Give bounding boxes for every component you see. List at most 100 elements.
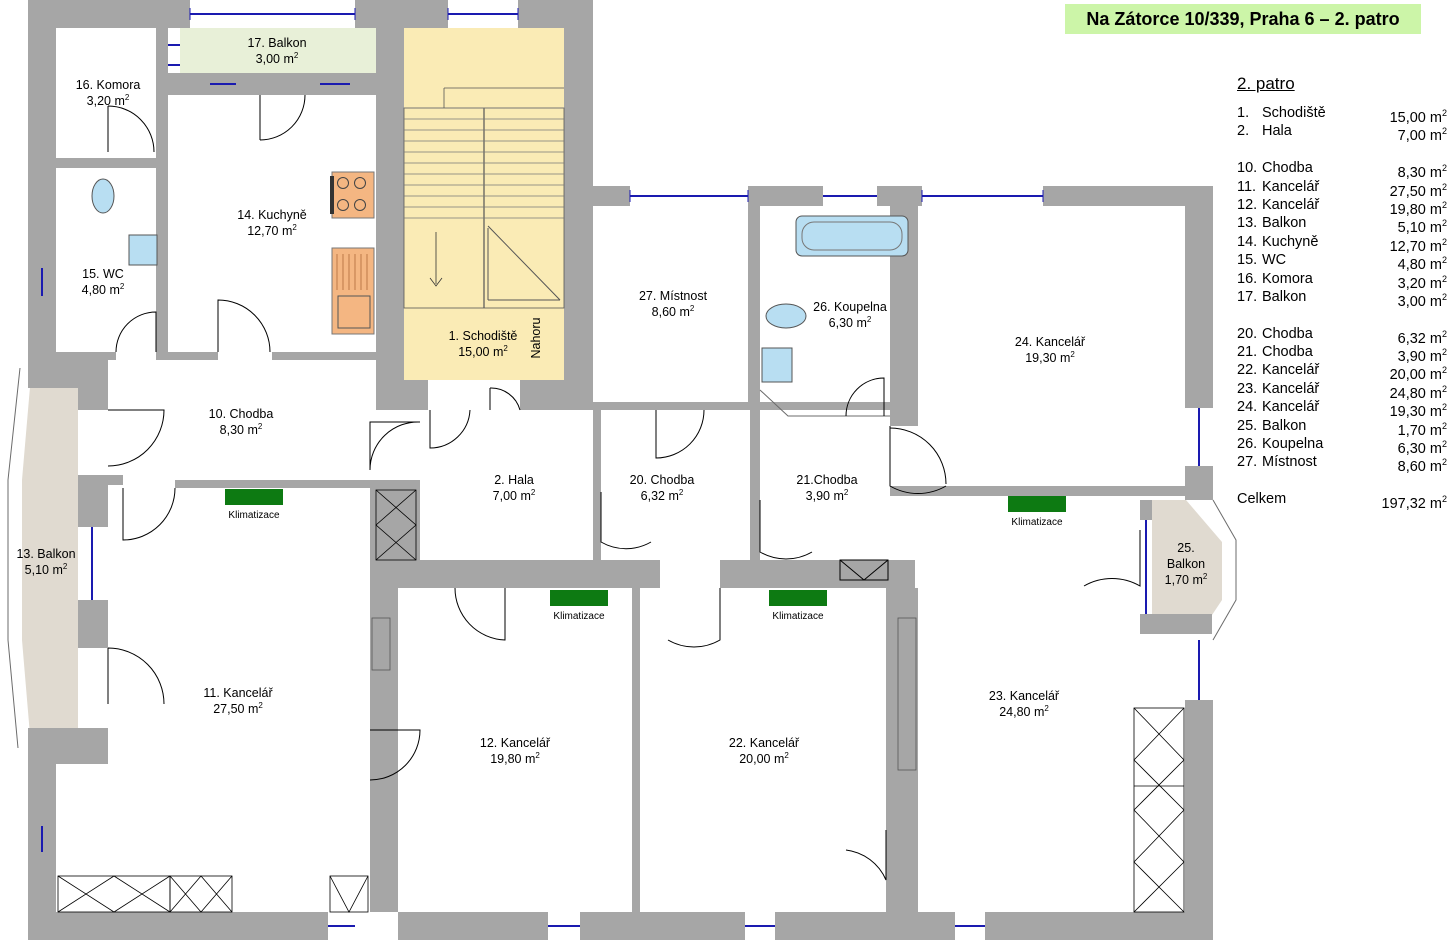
- room-area-exponent: 2: [1203, 572, 1208, 581]
- staircase: Nahoru: [403, 87, 565, 359]
- room-label-line: 1. Schodiště: [449, 329, 518, 343]
- sink-icon: [337, 295, 371, 329]
- room-label-line: 11. Kancelář: [203, 686, 273, 700]
- washbasin-bath-icon: [761, 347, 793, 383]
- room-label-line: 20. Chodba: [630, 473, 695, 487]
- legend-room-name: Chodba: [1262, 325, 1313, 342]
- room-area-exponent: 2: [63, 562, 68, 571]
- room-label-line: 3,90 m: [806, 489, 844, 503]
- legend-room-number: 14.: [1237, 233, 1258, 250]
- legend-room-area: 6,32 m2: [1397, 328, 1447, 347]
- legend-room-area: 3,90 m2: [1397, 347, 1447, 365]
- legend-room-name: Kancelář: [1262, 380, 1320, 397]
- room-area-exponent: 2: [120, 282, 125, 291]
- toilet-bath-icon: [765, 303, 807, 329]
- legend-room-name: WC: [1262, 252, 1287, 269]
- legend-room-name: Kuchyně: [1262, 233, 1319, 250]
- legend-room-area: 8,30 m2: [1397, 163, 1447, 181]
- bathtub-icon: [795, 215, 909, 257]
- kitchen-fixtures: [330, 171, 375, 335]
- wardrobes: [57, 489, 1185, 913]
- room-label-line: 5,10 m: [25, 563, 63, 577]
- room-label-line: 27. Místnost: [639, 289, 708, 303]
- room-label-line: 12. Kancelář: [480, 736, 551, 750]
- room-area-exponent: 2: [294, 51, 299, 60]
- room-area-exponent: 2: [679, 488, 684, 497]
- legend-room-area: 27,50 m2: [1389, 181, 1447, 200]
- sanitary-fixtures: [91, 178, 909, 383]
- room-label-line: 3,20 m: [87, 94, 125, 108]
- washbasin-wc-icon: [128, 234, 158, 266]
- legend-heading: 2. patro: [1237, 74, 1295, 93]
- room-label-line: 24. Kancelář: [1015, 335, 1086, 349]
- ac-units: Klimatizace Klimatizace Klimatizace Klim…: [225, 489, 1066, 622]
- walls: [28, 0, 1213, 940]
- room-label-line: 19,30 m: [1025, 351, 1070, 365]
- legend-room-name: Kancelář: [1262, 178, 1320, 195]
- legend-room-area: 3,00 m2: [1397, 291, 1447, 310]
- room-label-line: 15,00 m: [458, 345, 503, 359]
- room-area-exponent: 2: [1070, 350, 1075, 359]
- ac-unit-room-22: [769, 590, 827, 606]
- room-label-line: 10. Chodba: [209, 407, 274, 421]
- room-label-line: 26. Koupelna: [813, 300, 887, 314]
- room-label-line: 6,32 m: [641, 489, 679, 503]
- plan-title: Na Zátorce 10/339, Praha 6 – 2. patro: [1065, 4, 1421, 34]
- legend-room-name: Koupelna: [1262, 436, 1324, 453]
- legend-room-area: 7,00 m2: [1397, 126, 1447, 145]
- legend-room-number: 23.: [1237, 380, 1258, 397]
- legend-room-number: 24.: [1237, 399, 1258, 416]
- balcony-13-fill: [22, 377, 78, 735]
- legend-total-label: Celkem: [1237, 490, 1287, 507]
- room-label-line: 1,70 m: [1165, 573, 1203, 587]
- legend-room-number: 21.: [1237, 344, 1258, 361]
- room-label-line: 17. Balkon: [247, 36, 306, 50]
- legend-room-number: 26.: [1237, 436, 1258, 453]
- room-label-line: 3,00 m: [256, 52, 294, 66]
- room-label-line: 22. Kancelář: [729, 736, 800, 750]
- room-area-exponent: 2: [531, 488, 536, 497]
- legend-room-name: Komora: [1262, 270, 1313, 287]
- legend-room-number: 22.: [1237, 362, 1258, 379]
- ac-label-room-23: Klimatizace: [1011, 517, 1063, 528]
- room-label-line: 4,80 m: [82, 283, 120, 297]
- legend-room-number: 11.: [1237, 178, 1257, 195]
- legend-room-number: 15.: [1237, 252, 1258, 269]
- room-area-exponent: 2: [784, 751, 789, 760]
- ac-unit-room-23: [1008, 496, 1066, 512]
- ac-unit-room-12: [550, 590, 608, 606]
- room-area-exponent: 2: [535, 751, 540, 760]
- room-label-line: 23. Kancelář: [989, 689, 1060, 703]
- legend-room-name: Balkon: [1262, 288, 1307, 305]
- legend-room-name: Balkon: [1262, 417, 1307, 434]
- room-label-line: 25.: [1177, 541, 1194, 555]
- room-label-line: 12,70 m: [247, 224, 292, 238]
- legend-room-number: 10.: [1237, 160, 1258, 177]
- legend-room-number: 2.: [1237, 123, 1250, 140]
- doors: [107, 94, 1141, 881]
- legend-room-area: 20,00 m2: [1389, 365, 1447, 384]
